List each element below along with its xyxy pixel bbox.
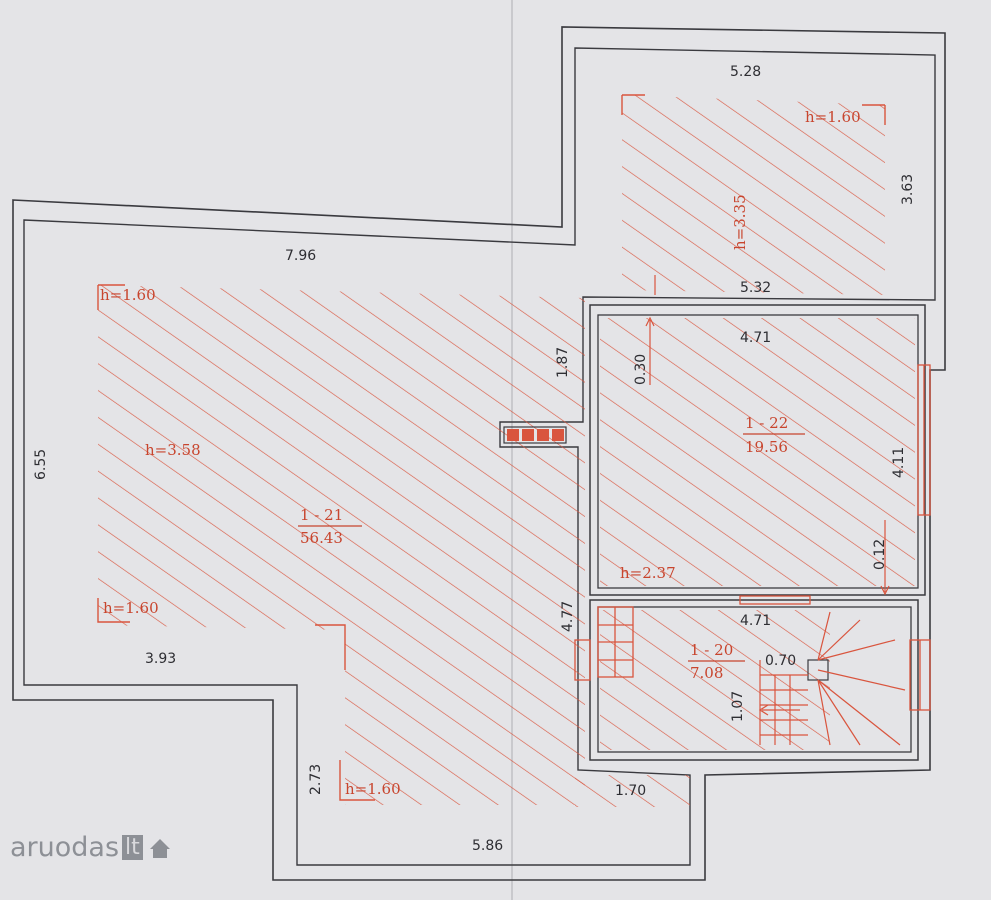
dimension-label: 3.93 (145, 651, 176, 667)
dimension-label: 0.30 (633, 354, 649, 385)
dimension-label: 3.63 (900, 174, 916, 205)
dimension-label: 5.32 (740, 280, 771, 296)
hatch-room-1-20 (600, 610, 830, 750)
dimension-label: 4.11 (891, 447, 907, 478)
dimension-label: 4.77 (560, 601, 576, 632)
room-1-21-number: 1 - 21 (300, 506, 343, 524)
height-label: h=1.60 (103, 599, 159, 617)
height-label: h=2.37 (620, 564, 676, 582)
watermark-tld: lt (122, 835, 143, 860)
hatch-top-right (622, 95, 885, 295)
room-1-22-outline (589, 304, 926, 596)
height-label: h=3.58 (145, 441, 201, 459)
hatch-room-1-21 (98, 285, 585, 805)
dimension-label: 0.12 (872, 539, 888, 570)
dimension-label: 5.28 (730, 64, 761, 80)
room-1-21-area: 56.43 (300, 529, 343, 547)
watermark-brand: aruodas (10, 832, 120, 863)
dimension-label: 2.73 (308, 764, 324, 795)
dimension-label: 5.86 (472, 838, 503, 854)
hatch-bottom-corridor (575, 775, 690, 807)
house-icon (149, 838, 170, 858)
height-label: h=1.60 (345, 780, 401, 798)
dimension-label: 1.70 (615, 783, 646, 799)
dimension-ticks (645, 275, 890, 596)
dimension-label: 7.96 (285, 248, 316, 264)
dimension-label: 1.07 (730, 691, 746, 722)
room-1-20-inner (597, 606, 912, 753)
room-1-20-number: 1 - 20 (690, 641, 733, 659)
height-label: h=1.60 (805, 108, 861, 126)
height-label: h=3.35 (731, 194, 749, 250)
dimension-label: 4.71 (740, 330, 771, 346)
room-1-22-number: 1 - 22 (745, 414, 788, 432)
height-zone-markers (97, 94, 886, 801)
hatch-room-1-22 (600, 318, 915, 586)
room-1-22-area: 19.56 (745, 438, 788, 456)
dimension-label: 6.55 (33, 449, 49, 480)
staircase (758, 611, 906, 746)
small-stair (597, 606, 634, 678)
window-openings (574, 364, 931, 711)
dimension-label: 1.87 (555, 347, 571, 378)
dimension-label: 0.70 (765, 653, 796, 669)
outer-wall (12, 26, 946, 881)
height-label: h=1.60 (100, 286, 156, 304)
room-1-20-area: 7.08 (690, 664, 723, 682)
watermark: aruodas lt (10, 832, 173, 863)
vent-grille (503, 426, 567, 444)
dimension-label: 4.71 (740, 613, 771, 629)
